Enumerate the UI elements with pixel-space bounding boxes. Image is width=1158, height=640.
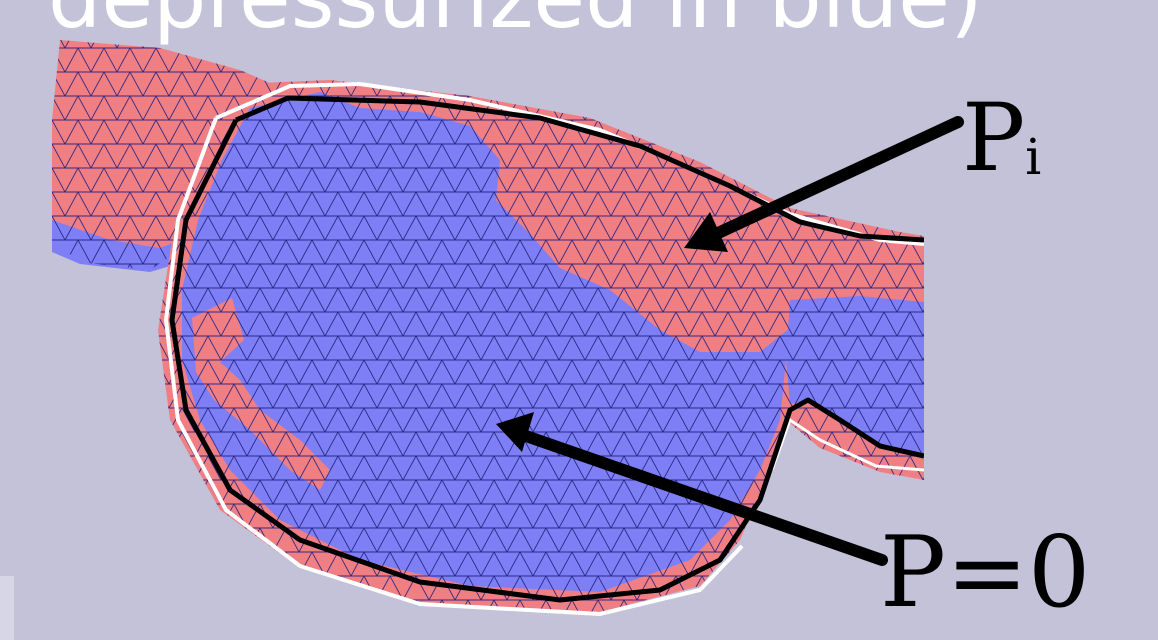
label-depressurized: P=0 [880,524,1090,622]
label-pressurized: Pi [962,92,1041,186]
label-pressurized-main: P [962,84,1025,193]
slide-edge-bar [0,576,14,640]
label-pressurized-subscript: i [1025,128,1041,186]
